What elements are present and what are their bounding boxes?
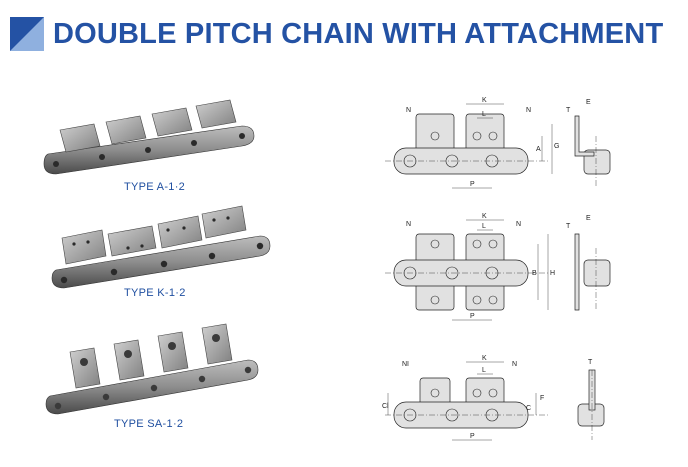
label-n2: N xyxy=(516,221,521,228)
chain-photo-type-k xyxy=(51,205,271,289)
label-cl: Cl xyxy=(382,403,389,410)
label-n1: N xyxy=(406,107,411,114)
label-b: B xyxy=(532,270,537,277)
type-label-sa: TYPE SA-1·2 xyxy=(114,418,184,430)
label-h: H xyxy=(550,270,555,277)
label-t: T xyxy=(566,107,571,114)
label-n1: NI xyxy=(402,361,409,368)
label-c: C xyxy=(526,405,531,412)
label-g: G xyxy=(554,143,559,150)
title-square-icon xyxy=(10,17,44,51)
chain-photo-type-sa xyxy=(45,323,259,415)
label-n1: N xyxy=(406,221,411,228)
label-k: K xyxy=(482,355,487,362)
label-n2: N xyxy=(526,107,531,114)
label-p: P xyxy=(470,433,475,440)
label-t: T xyxy=(566,223,571,230)
label-a: A xyxy=(536,146,541,153)
label-l: L xyxy=(482,111,486,118)
page-title: DOUBLE PITCH CHAIN WITH ATTACHMENT xyxy=(53,17,664,50)
chain-photo-type-a xyxy=(43,99,255,175)
type-label-a: TYPE A-1·2 xyxy=(124,181,186,193)
drawing-type-k: N N K L P B H T E xyxy=(385,213,611,321)
label-e: E xyxy=(586,99,591,106)
label-l: L xyxy=(482,367,486,374)
label-t: T xyxy=(588,359,593,366)
label-f: F xyxy=(540,395,544,402)
label-l: L xyxy=(482,223,486,230)
page-header: DOUBLE PITCH CHAIN WITH ATTACHMENT xyxy=(10,14,663,54)
label-p: P xyxy=(470,181,475,188)
label-k: K xyxy=(482,97,487,104)
label-p: P xyxy=(470,313,475,320)
drawing-type-sa: NI N K L P Cl C F T xyxy=(382,355,605,441)
type-label-k: TYPE K-1·2 xyxy=(124,287,186,299)
label-k: K xyxy=(482,213,487,220)
label-e: E xyxy=(586,215,591,222)
drawing-type-a: N N K L P A G T E xyxy=(385,97,611,189)
label-n2: N xyxy=(512,361,517,368)
